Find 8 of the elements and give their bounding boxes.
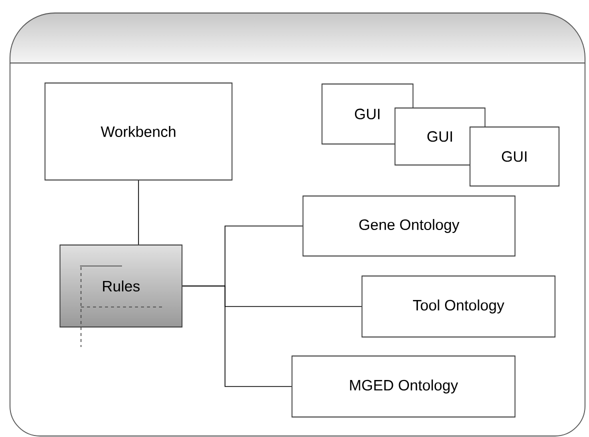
connector-line	[182, 286, 292, 387]
rules-box: Rules	[60, 244, 182, 328]
process-box: Gene Ontology	[302, 196, 516, 256]
connector-line	[138, 180, 139, 245]
process-box: Tool Ontology	[362, 276, 556, 338]
process-box: MGED Ontology	[292, 356, 516, 418]
gui-box: GUI	[470, 126, 560, 186]
process-box: Workbench	[44, 82, 232, 180]
